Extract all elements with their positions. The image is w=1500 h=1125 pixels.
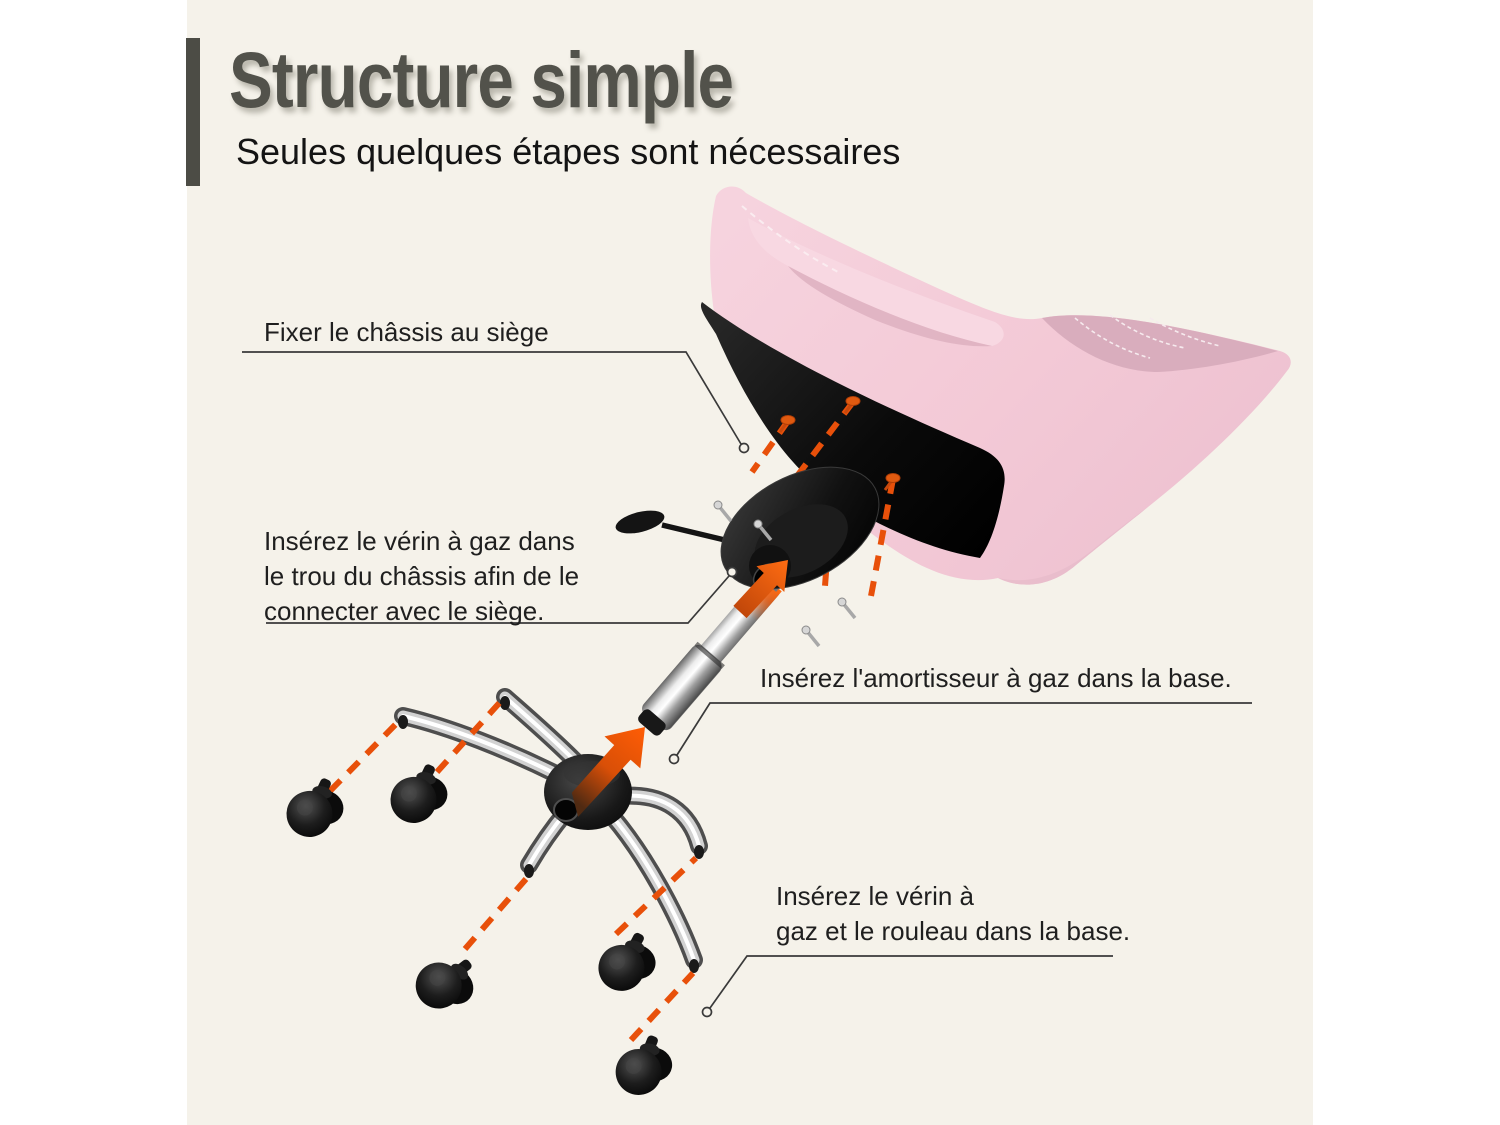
caster-wheel	[406, 940, 489, 1024]
dashed-guide-line	[628, 970, 696, 1043]
quilt-stitch	[1149, 317, 1221, 347]
assembly-arrow-into-base	[571, 727, 645, 817]
title-accent-bar	[186, 38, 200, 186]
base-leg	[394, 707, 569, 785]
base-leg	[603, 807, 703, 973]
caster-alignment-guides	[327, 697, 699, 1043]
wing-stitch	[741, 205, 839, 273]
seat-plate-chassis	[615, 466, 880, 648]
plate-mounting-screws	[713, 500, 857, 648]
dashed-guide-line	[327, 718, 402, 794]
assembly-arrow-into-plate	[733, 560, 788, 619]
base-leg	[520, 803, 575, 878]
leader-dot	[738, 442, 750, 454]
screw	[753, 519, 773, 542]
quilt-stitch	[1074, 317, 1151, 359]
dashed-guide-line	[613, 855, 699, 937]
dashed-guide-line	[779, 400, 856, 498]
quilted-seat-cushion	[1042, 315, 1278, 372]
backrest-cushion-ridge	[748, 218, 1004, 346]
screw	[713, 500, 733, 523]
base-leg	[496, 688, 583, 769]
screw	[843, 396, 861, 414]
screw	[778, 415, 796, 433]
quilt-stitch	[1109, 314, 1186, 349]
dashed-guide-line	[868, 478, 896, 597]
dashed-guide-line	[462, 877, 529, 951]
leader-line-insert-gas-lift	[266, 575, 730, 624]
seat-bottom-panel	[700, 302, 1005, 558]
chair-base	[394, 688, 708, 973]
leader-line-insert-casters	[709, 955, 1113, 1009]
leader-line-insert-damper	[676, 702, 1252, 756]
base-leg	[613, 786, 708, 859]
caster-wheel	[593, 924, 663, 999]
screw	[883, 473, 901, 491]
leader-dot	[726, 566, 738, 578]
caster-wheel	[612, 1029, 677, 1101]
callout-insert-gas-lift: Insérez le vérin à gaz dans le trou du c…	[264, 526, 580, 626]
screw	[837, 597, 857, 620]
callout-insert-damper: Insérez l'amortisseur à gaz dans la base…	[760, 663, 1232, 693]
page-subtitle: Seules quelques étapes sont nécessaires	[236, 131, 901, 172]
leader-dot	[668, 753, 680, 765]
leader-dot	[701, 1006, 713, 1018]
callout-leader-lines	[242, 351, 1252, 1018]
dashed-guide-line	[434, 697, 505, 775]
callout-attach-chassis: Fixer le châssis au siège	[264, 317, 549, 347]
page-title: Structure simple	[229, 35, 734, 124]
callout-insert-casters: Insérez le vérin à gaz et le rouleau dan…	[776, 881, 1131, 946]
tilt-lever-handle	[615, 510, 665, 534]
screw	[801, 625, 821, 648]
leader-line-attach-chassis	[242, 351, 742, 445]
